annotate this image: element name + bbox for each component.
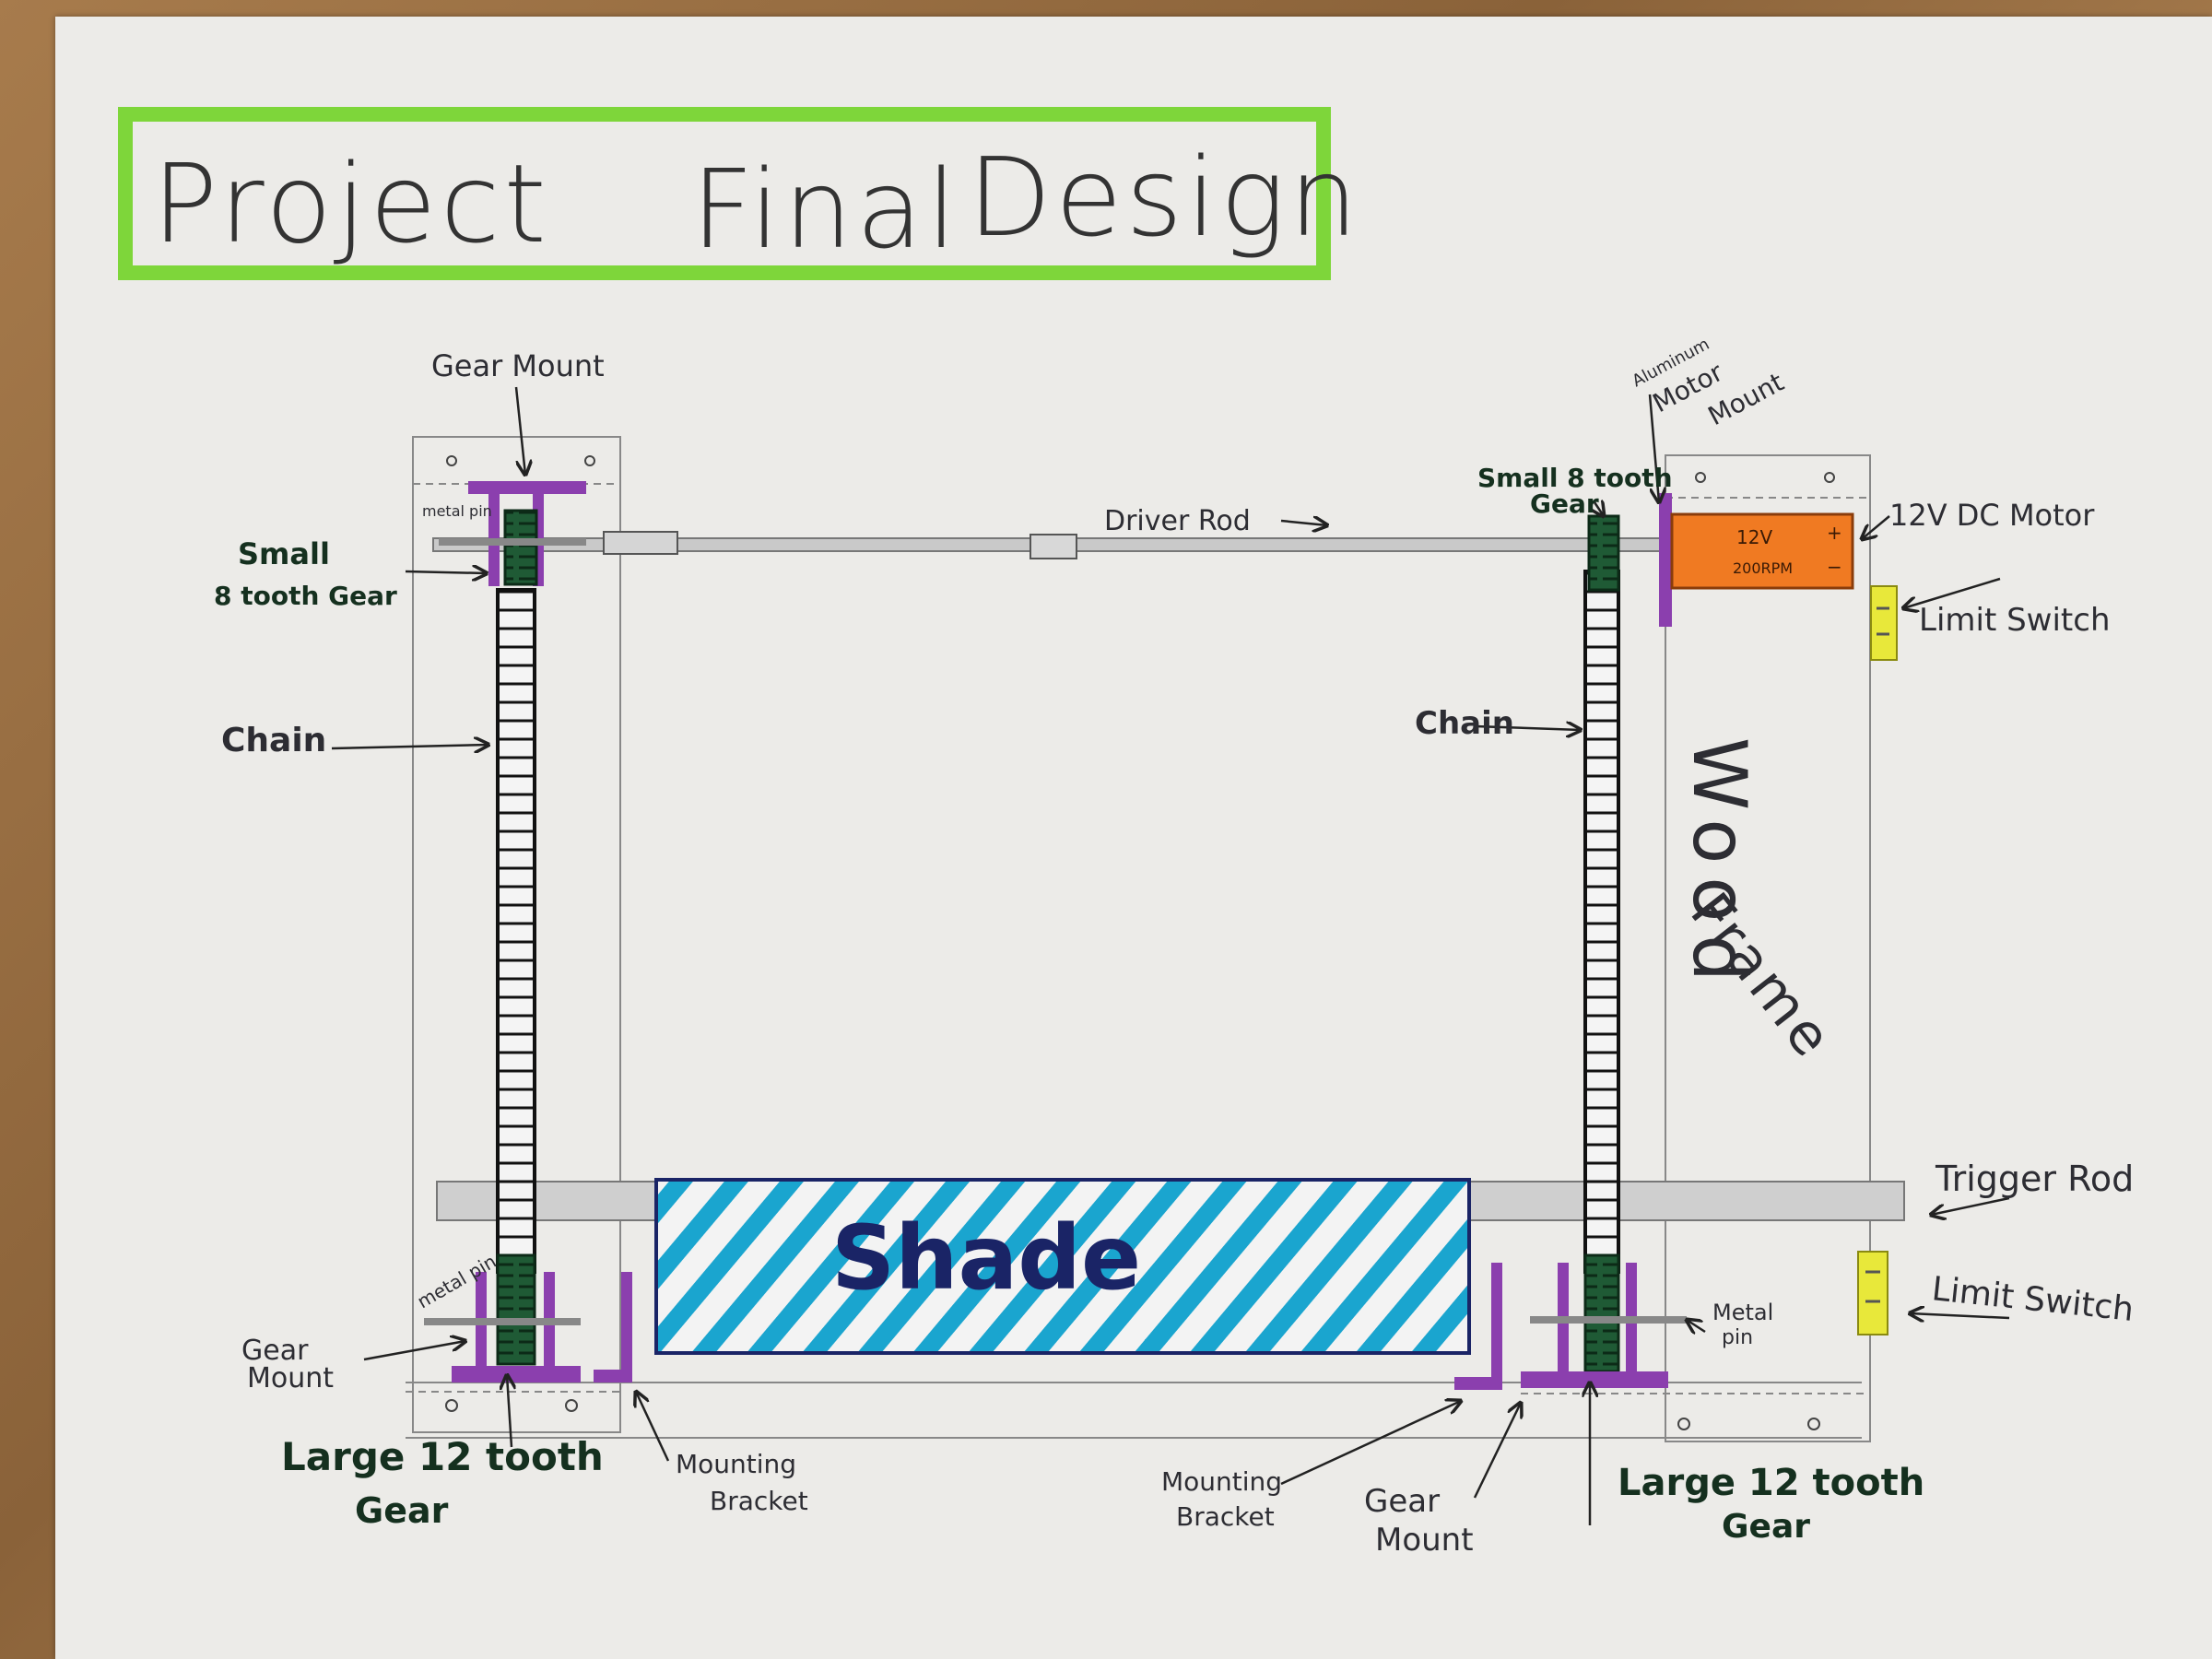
limit-switch-top <box>1870 585 1898 661</box>
shade-label: Shade <box>831 1206 1141 1310</box>
left-top-gear-mount <box>468 481 586 494</box>
label-mounting-bracket-left-2: Bracket <box>710 1486 808 1516</box>
right-bottom-metal-pin <box>1530 1316 1687 1324</box>
label-metal-pin-top: metal pin <box>422 502 492 520</box>
label-large-gear-right-1: Large 12 tooth <box>1618 1462 1924 1504</box>
right-small-8-tooth-gear <box>1587 514 1620 592</box>
label-small-gear-left-line2: 8 tooth Gear <box>214 581 397 611</box>
annotations <box>331 386 2010 1525</box>
svg-text:−: − <box>1827 556 1842 578</box>
shade: Shade <box>654 1178 1471 1355</box>
label-metal-pin-bottom-left: metal pin <box>414 1250 500 1312</box>
title-border <box>118 107 1331 280</box>
right-chain-assembly <box>1521 472 1835 1430</box>
label-chain-left: Chain <box>221 722 326 759</box>
label-small-gear-left-line1: Small <box>238 536 330 571</box>
label-trigger-rod: Trigger Rod <box>1935 1159 2134 1199</box>
left-bottom-metal-pin <box>424 1318 581 1325</box>
left-top-metal-pin <box>439 538 586 546</box>
dc-motor: 12V 200RPM + − <box>1670 512 1854 590</box>
left-chain <box>496 588 536 1274</box>
label-mounting-bracket-right-1: Mounting <box>1161 1466 1282 1497</box>
left-chain-assembly <box>424 455 595 1412</box>
driver-rod <box>432 531 1669 559</box>
label-gear-mount-bottom-left-2: Mount <box>247 1362 334 1394</box>
right-frame-post <box>1665 454 1871 1442</box>
title-word-project: Project <box>152 140 550 267</box>
label-gear-mount-bottom-right-2: Mount <box>1375 1522 1474 1559</box>
right-large-12-tooth-gear <box>1583 1253 1620 1373</box>
title-box: Project Final Design <box>118 107 1361 280</box>
title-word-final: Final <box>691 146 960 273</box>
label-dc-motor: 12V DC Motor <box>1889 498 2095 533</box>
label-large-gear-left-2: Gear <box>355 1490 449 1531</box>
label-large-gear-left-1: Large 12 tooth <box>281 1434 604 1479</box>
label-gear-mount-top: Gear Mount <box>431 348 605 383</box>
paper-sheet <box>55 17 2212 1659</box>
limit-switch-bottom <box>1857 1251 1888 1335</box>
rod-coupler <box>1030 534 1077 559</box>
motor-voltage-text: 12V <box>1736 526 1772 548</box>
label-chain-right: Chain <box>1415 705 1514 742</box>
motor-rpm-text: 200RPM <box>1733 559 1793 577</box>
label-limit-switch-top: Limit Switch <box>1919 602 2111 639</box>
label-driver-rod: Driver Rod <box>1104 505 1251 537</box>
left-bottom-gear-mount <box>452 1366 581 1382</box>
svg-text:+: + <box>1827 522 1842 544</box>
right-chain <box>1583 570 1620 1274</box>
label-gear-mount-bottom-left-1: Gear <box>241 1335 309 1367</box>
title-word-design: Design <box>968 134 1361 261</box>
rod-end-fitting <box>603 531 678 555</box>
label-wood: Wood <box>1677 737 1762 994</box>
label-metal-pin-bottom-right-2: pin <box>1722 1326 1753 1349</box>
label-gear-mount-bottom-right-1: Gear <box>1364 1483 1440 1520</box>
aluminum-motor-mount <box>1659 493 1672 627</box>
left-frame-post <box>412 436 621 1433</box>
label-mounting-bracket-left-1: Mounting <box>676 1449 796 1479</box>
label-large-gear-right-2: Gear <box>1722 1508 1810 1546</box>
left-small-8-tooth-gear <box>503 509 538 586</box>
label-mounting-bracket-right-2: Bracket <box>1176 1501 1275 1532</box>
label-small-gear-right-line2: Gear <box>1530 488 1599 519</box>
label-metal-pin-bottom-right-1: Metal <box>1712 1300 1773 1325</box>
label-small-gear-right-line1: Small 8 tooth <box>1477 463 1673 493</box>
right-bottom-gear-mount <box>1521 1371 1668 1388</box>
left-large-12-tooth-gear <box>496 1253 536 1366</box>
right-mounting-bracket <box>1454 1263 1502 1390</box>
label-limit-switch-bottom: Limit Switch <box>1930 1270 2136 1329</box>
left-mounting-bracket <box>594 1272 632 1382</box>
